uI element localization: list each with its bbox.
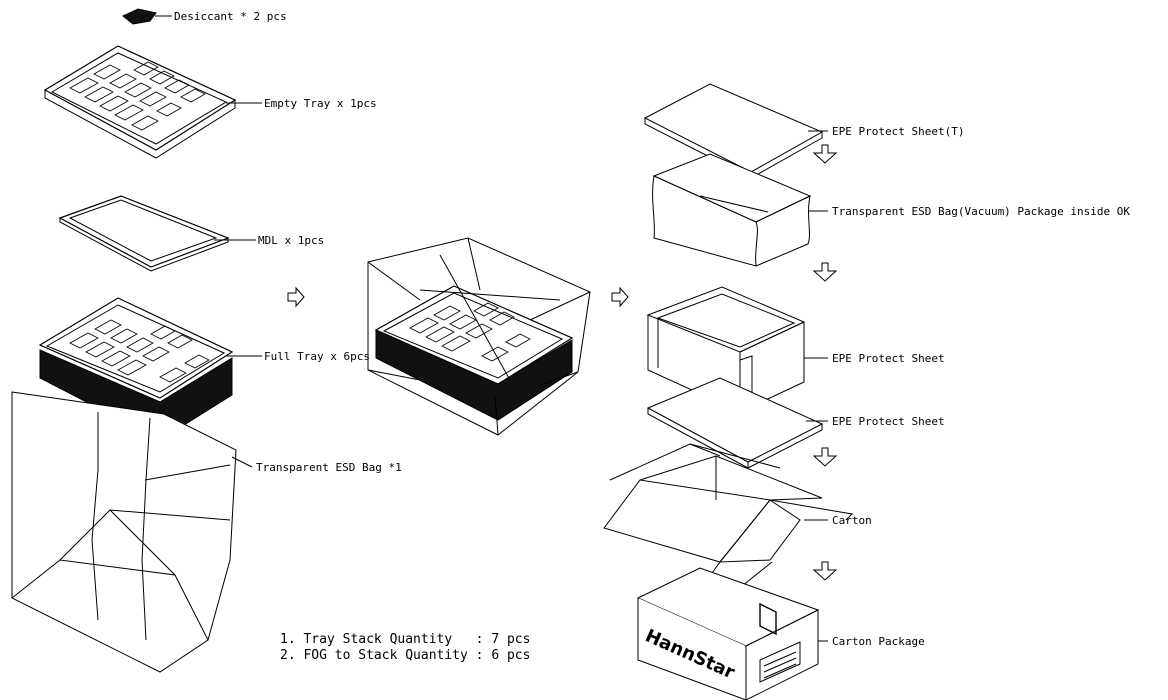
- step-arrow-icon: [612, 288, 628, 306]
- open-carton-drawing: [604, 444, 852, 590]
- down-arrow-icon: [814, 562, 836, 580]
- vacuum-bagged-stack-drawing: [368, 238, 590, 435]
- mdl-panel-drawing: [60, 196, 256, 271]
- desiccant-label: Desiccant * 2 pcs: [174, 10, 287, 23]
- note-fog-stack-quantity: 2. FOG to Stack Quantity : 6 pcs: [280, 648, 530, 664]
- vacuum-bag-package-drawing: [653, 154, 828, 266]
- step-arrow-icon: [288, 288, 304, 306]
- desiccant-icon: [123, 9, 172, 24]
- mdl-label: MDL x 1pcs: [258, 234, 324, 247]
- empty-tray-drawing: [45, 46, 262, 158]
- down-arrow-icon: [814, 145, 836, 163]
- carton-package-drawing: HannStar: [638, 568, 828, 700]
- esd-vacuum-bag-label: Transparent ESD Bag(Vacuum) Package insi…: [832, 205, 1130, 218]
- epe-bottom-sheet-drawing: [648, 378, 828, 468]
- epe-protect-sheet-label-2: EPE Protect Sheet: [832, 415, 945, 428]
- epe-protect-sheet-label: EPE Protect Sheet: [832, 352, 945, 365]
- down-arrow-icon: [814, 448, 836, 466]
- esd-bag-drawing: [12, 392, 252, 672]
- down-arrow-icon: [814, 263, 836, 281]
- epe-top-sheet-label: EPE Protect Sheet(T): [832, 125, 964, 138]
- empty-tray-label: Empty Tray x 1pcs: [264, 97, 377, 110]
- carton-package-label: Carton Package: [832, 635, 925, 648]
- full-tray-label: Full Tray x 6pcs: [264, 350, 370, 363]
- esd-bag-label: Transparent ESD Bag *1: [256, 461, 402, 474]
- note-tray-stack-quantity: 1. Tray Stack Quantity : 7 pcs: [280, 632, 530, 648]
- epe-top-sheet-drawing: [645, 84, 828, 178]
- carton-label: Carton: [832, 514, 872, 527]
